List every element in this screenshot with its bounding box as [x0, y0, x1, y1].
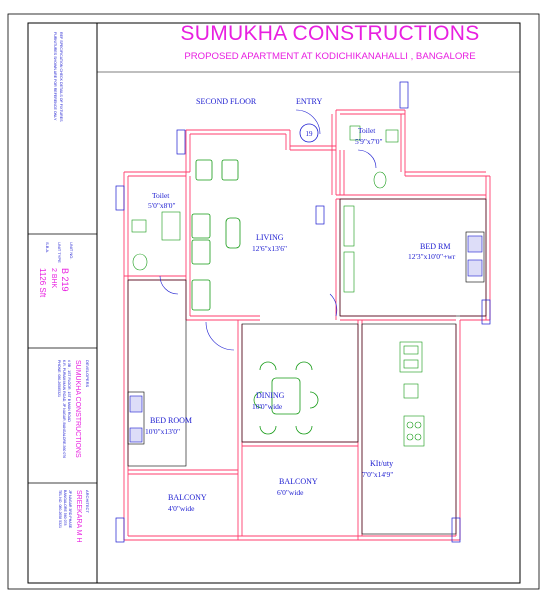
floor-label: SECOND FLOOR	[196, 97, 257, 106]
developers-label: DEVELOPERS	[85, 360, 90, 387]
room-name-living: LIVING	[256, 233, 284, 242]
sheet-border-inner	[27, 22, 521, 584]
unit-marker: 19	[306, 130, 314, 138]
project-subtitle: PROPOSED APARTMENT AT KODICHIKANAHALLI ,…	[184, 51, 476, 62]
developer-name: SUMUKHA CONSTRUCTIONS	[74, 360, 81, 458]
sheet-border-outer	[7, 13, 540, 590]
room-name-dining: DINING	[256, 391, 285, 400]
room-size-living: 12'6"x13'6"	[252, 244, 287, 253]
room-name-balcony-1: BALCONY	[279, 477, 318, 486]
developer-address-1: # 3B , 1ST FLOOR, 1ST B MAIN ROAD	[67, 360, 71, 422]
room-name-toilet-1: Toilet	[358, 126, 376, 135]
architect-address-2: BANGALORE 560 078	[63, 490, 67, 525]
toilet-fixtures	[131, 125, 399, 271]
sba-value: 1126 Sft	[38, 268, 47, 298]
room-name-toilet-2: Toilet	[152, 191, 170, 200]
room-outlines	[127, 198, 487, 535]
kitchen-fixtures	[399, 341, 425, 447]
room-size-balcony-1: 6'0"wide	[277, 488, 304, 497]
room-size-toilet-1: 5'9"x7'0"	[355, 137, 383, 146]
room-size-bed-rm: 12'3"x10'0"+wr	[408, 252, 456, 261]
plan-labels: SECOND FLOOR ENTRY Toilet 5'9"x7'0" Toil…	[145, 97, 456, 513]
dining-furniture	[253, 361, 319, 435]
sidebar-notes: REF SPECIFICATION CHECK DETAILS OF FIXTU…	[38, 32, 90, 543]
architect-address-1: JP NAGAR 3RD PHASE	[68, 490, 72, 529]
walls	[123, 109, 491, 541]
room-name-balcony-2: BALCONY	[168, 493, 207, 502]
sba-label: S.B.A.	[45, 242, 50, 253]
room-size-toilet-2: 5'0"x8'0"	[148, 201, 176, 210]
room-size-balcony-2: 4'0"wide	[168, 504, 195, 513]
note-specification: REF SPECIFICATION CHECK DETAILS OF FIXTU…	[59, 32, 63, 122]
room-name-bed-room: BED ROOM	[150, 416, 192, 425]
room-name-bed-rm: BED RM	[420, 242, 450, 251]
living-furniture	[191, 159, 241, 311]
architect-phone: TEL NO. 080-2658 5321	[58, 490, 62, 528]
entry-label: ENTRY	[296, 97, 322, 106]
unit-type-label: UNIT TYPE	[57, 242, 62, 263]
note-furniture: FURNITURES SHOWN ARE FOR REFERENCE ONLY	[53, 32, 57, 121]
doors	[159, 109, 377, 351]
bed-furniture	[127, 205, 485, 445]
windows	[115, 81, 491, 543]
developer-address-2: K.R. PURAM MAIN ROAD, JP NAGAR, BANGALOR…	[62, 360, 66, 458]
room-size-kitchen: 7'0"x14'9"	[362, 470, 393, 479]
unit-marker-circle	[299, 123, 319, 143]
architect-label: ARCHITECT	[85, 490, 90, 513]
company-title: SUMUKHA CONSTRUCTIONS	[180, 22, 480, 45]
unit-no-value: B 219	[60, 268, 70, 292]
unit-type-value: 2 BHK	[50, 268, 57, 289]
room-size-dining: 10'0"wide	[252, 402, 283, 411]
unit-no-label: UNIT NO.	[69, 242, 74, 259]
developer-phone: PHONE: 080-26585321	[57, 360, 61, 397]
room-size-bed-room: 10'0"x13'0"	[145, 427, 180, 436]
room-name-kitchen: KIt/uty	[370, 459, 393, 468]
architect-name: SREEKARA M H	[75, 490, 82, 543]
